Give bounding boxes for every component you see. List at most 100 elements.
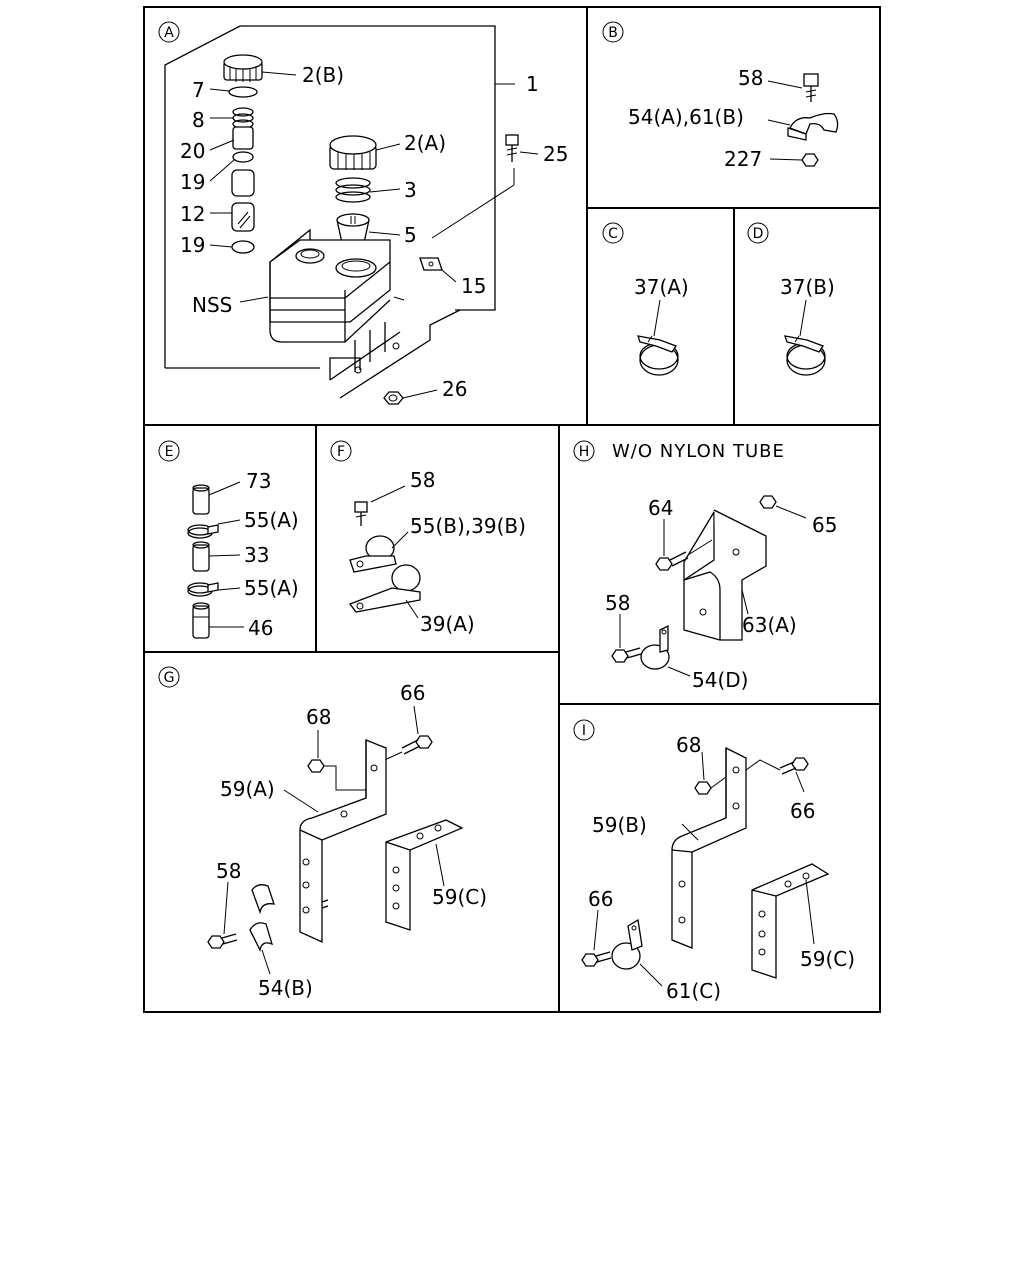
label-39a: 39(A) (420, 612, 475, 636)
label-33: 33 (244, 543, 269, 567)
bolt-58-f (354, 501, 368, 526)
label-61c: 61(C) (666, 979, 721, 1003)
panel-e-letter: E (165, 444, 174, 460)
hose-19-12 (231, 169, 255, 232)
bolt-25 (505, 134, 519, 162)
panel-i-letter: I (582, 723, 586, 739)
panel-e: E 73 55(A) 33 (158, 440, 299, 640)
panel-i: I (573, 719, 855, 1003)
label-26: 26 (442, 377, 467, 401)
panel-c: C 37(A) (602, 222, 689, 376)
panel-b-letter: B (608, 25, 618, 41)
panel-frames (143, 6, 881, 1013)
hose-clamp-37b (784, 335, 826, 376)
label-59b: 59(B) (592, 813, 647, 837)
panel-h-letter: H (579, 444, 590, 460)
label-55a-lower: 55(A) (244, 576, 299, 600)
bolt-58-g (207, 933, 238, 949)
bolt-58-b (803, 73, 819, 102)
bolt-64 (655, 551, 689, 571)
bracket-59c-i (751, 863, 830, 979)
nut-68-i (694, 781, 712, 795)
panel-d: D 37(B) (747, 222, 835, 376)
clip-54b (249, 884, 275, 952)
panel-a-marker: A (158, 21, 180, 43)
clip-15 (419, 257, 443, 271)
panel-c-marker: C (602, 222, 624, 244)
bracket-59b (671, 746, 747, 949)
filter-5 (336, 213, 370, 244)
panel-h-title: W/O NYLON TUBE (612, 441, 785, 462)
panel-a-letter: A (164, 25, 174, 41)
panel-d-marker: D (747, 222, 769, 244)
panel-h: H W/O NYLON TUBE (573, 440, 837, 692)
label-63a: 63(A) (742, 613, 797, 637)
bolt-66-i-upper (779, 757, 809, 775)
label-20: 20 (180, 139, 205, 163)
label-65: 65 (812, 513, 837, 537)
panel-g: G (158, 666, 487, 1000)
bolt-66-i-lower (581, 951, 612, 967)
label-7: 7 (192, 78, 205, 102)
joint-46 (192, 602, 210, 639)
label-46: 46 (248, 616, 273, 640)
label-1: 1 (526, 72, 539, 96)
label-2a: 2(A) (404, 131, 446, 155)
filter-20 (232, 126, 254, 163)
panel-b: B 58 54(A),61(B) 227 (602, 21, 839, 171)
nut-227 (801, 153, 819, 167)
strainer-3 (335, 177, 371, 203)
nut-68-g (307, 759, 325, 773)
clip-54a-61b (787, 112, 839, 141)
label-25: 25 (543, 142, 568, 166)
label-54b: 54(B) (258, 976, 313, 1000)
label-58: 58 (410, 468, 435, 492)
label-55b-39b: 55(B),39(B) (410, 514, 526, 538)
hose-33 (192, 541, 210, 572)
clip-54d (640, 624, 670, 670)
washer-19 (231, 240, 255, 254)
panel-e-marker: E (158, 440, 180, 462)
label-58: 58 (738, 66, 763, 90)
label-227: 227 (724, 147, 762, 171)
clip-55a-upper (187, 524, 219, 539)
label-3: 3 (404, 178, 417, 202)
label-73: 73 (246, 469, 271, 493)
panel-i-marker: I (573, 719, 595, 741)
cap-2b (223, 54, 263, 82)
label-58: 58 (216, 859, 241, 883)
label-8: 8 (192, 108, 205, 132)
label-66: 66 (400, 681, 425, 705)
label-59c: 59(C) (800, 947, 855, 971)
panel-g-letter: G (164, 670, 175, 686)
label-5: 5 (404, 223, 417, 247)
clip-39a (348, 564, 421, 613)
nut-65 (759, 495, 777, 509)
panel-c-letter: C (608, 226, 618, 242)
label-15: 15 (461, 274, 486, 298)
panel-f: F 58 55(B),39(B) 39(A) (330, 440, 526, 636)
label-59a: 59(A) (220, 777, 275, 801)
label-19-upper: 19 (180, 170, 205, 194)
clip-55a-lower (187, 582, 219, 597)
label-54a-61b: 54(A),61(B) (628, 105, 744, 129)
label-66-upper: 66 (790, 799, 815, 823)
bracket-59a (299, 739, 387, 944)
panel-f-marker: F (330, 440, 352, 462)
label-64: 64 (648, 496, 673, 520)
bolt-66-g (401, 735, 433, 755)
panel-f-letter: F (337, 444, 345, 460)
hose-clamp-37a (637, 335, 679, 376)
label-66-lower: 66 (588, 887, 613, 911)
panel-g-marker: G (158, 666, 180, 688)
joint-73 (192, 484, 210, 515)
label-68: 68 (676, 733, 701, 757)
cap-2a (329, 135, 377, 170)
seal-7 (228, 86, 258, 98)
label-55a-upper: 55(A) (244, 508, 299, 532)
label-37b: 37(B) (780, 275, 835, 299)
label-37a: 37(A) (634, 275, 689, 299)
panel-b-marker: B (602, 21, 624, 43)
label-58: 58 (605, 591, 630, 615)
